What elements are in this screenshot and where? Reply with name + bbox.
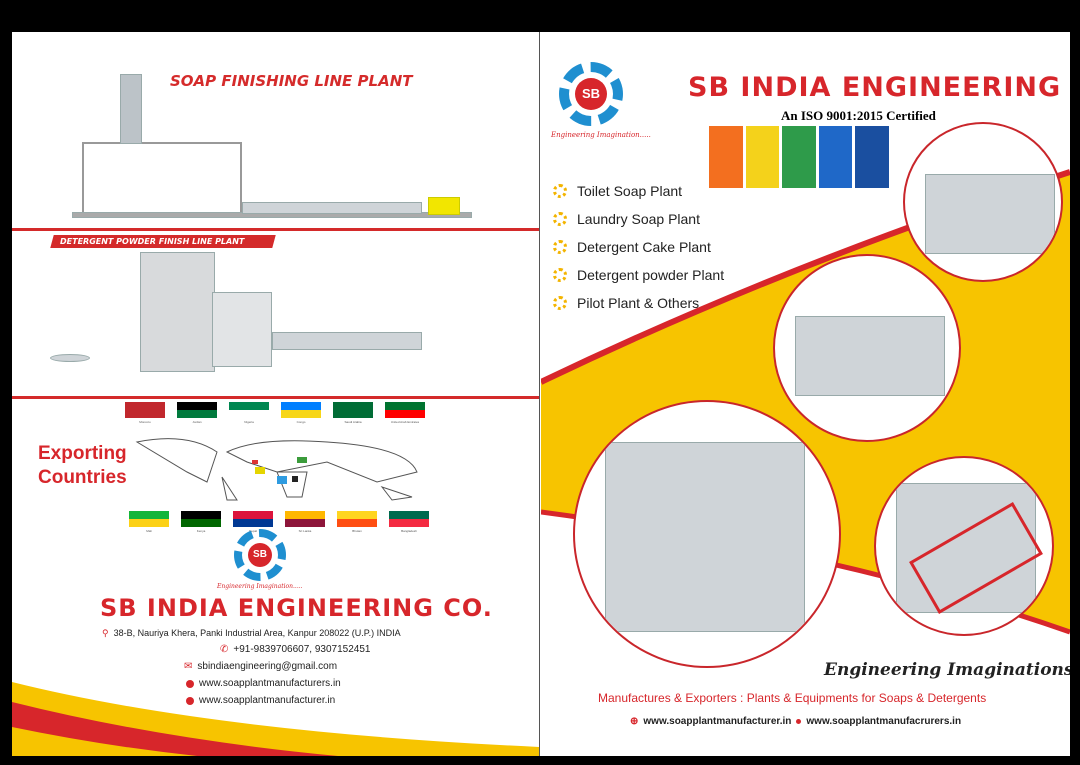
product-label: Detergent Cake Plant — [577, 239, 711, 255]
product-label: Pilot Plant & Others — [577, 295, 700, 311]
flag-jordan — [177, 402, 217, 418]
flag-kenya — [181, 511, 221, 527]
location-icon: ⚲ — [102, 628, 109, 638]
flag-label: Bangladesh — [401, 529, 417, 533]
flag-label: Jordan — [192, 420, 202, 424]
email-icon: ✉ — [184, 661, 193, 672]
flag-label: Sri Lanka — [298, 529, 312, 533]
machine-photo-3 — [573, 400, 841, 668]
product-label: Detergent powder Plant — [577, 267, 725, 283]
gear-bullet-icon — [553, 184, 567, 198]
gear-bullet-icon — [553, 268, 567, 282]
product-item: Detergent Cake Plant — [553, 238, 711, 256]
flag-label: Kenya — [196, 529, 206, 533]
logo-tagline: Engineering Imagination..... — [217, 583, 303, 590]
right-panel: SB Engineering Imagination..... SB INDIA… — [541, 32, 1070, 756]
flag-saudi-arabia — [333, 402, 373, 418]
logo-tagline: Engineering Imagination..... — [551, 131, 651, 139]
soap-finishing-title: SOAP FINISHING LINE PLANT — [170, 72, 413, 90]
machine-photo-1 — [903, 122, 1063, 282]
phone: +91-9839706607, 9307152451 — [233, 644, 371, 655]
separator-dot — [796, 719, 802, 724]
flag-sri-lanka — [285, 511, 325, 527]
flag-nepal — [233, 511, 273, 527]
flag-mali — [129, 511, 169, 527]
flag-label: Mali — [146, 529, 152, 533]
phone-icon: ✆ — [220, 644, 229, 655]
gear-bullet-icon — [553, 296, 567, 310]
machine-photo-4 — [874, 456, 1054, 636]
email[interactable]: sbindiaengineering@gmail.com — [197, 661, 338, 672]
flag-label: United Arab Emirates — [390, 420, 420, 424]
flag-united-arab-emirates — [385, 402, 425, 418]
flag-label: Saudi Arabia — [344, 420, 362, 424]
flag-morocco — [125, 402, 165, 418]
manufactures-tagline: Manufactures & Exporters : Plants & Equi… — [598, 691, 987, 705]
website-1[interactable]: www.soapplantmanufacturer.in — [643, 716, 792, 727]
web-icon — [186, 679, 194, 688]
product-item: Toilet Soap Plant — [553, 182, 682, 200]
product-item: Pilot Plant & Others — [553, 294, 699, 312]
company-name: SB INDIA ENGINEERING CO. — [688, 72, 1070, 103]
machine-photo-2 — [773, 254, 961, 442]
swoosh-decoration — [12, 682, 539, 756]
logo-gear-icon: SB — [234, 529, 286, 581]
flag-nigeria — [229, 402, 269, 418]
flag-bhutan — [337, 511, 377, 527]
flag-label: Bhutan — [352, 529, 362, 533]
slogan: Engineering Imaginations ... — [824, 660, 1070, 680]
product-item: Detergent powder Plant — [553, 266, 724, 284]
address: 38-B, Nauriya Khera, Panki Industrial Ar… — [113, 628, 401, 638]
brochure: SOAP FINISHING LINE PLANT DETERGENT POWD… — [12, 32, 1070, 756]
website-1[interactable]: www.soapplantmanufacturers.in — [199, 678, 341, 689]
iso-certified: An ISO 9001:2015 Certified — [781, 108, 936, 123]
website-2[interactable]: www.soapplantmanufacrurers.in — [806, 716, 962, 727]
globe-icon: ⊕ — [630, 716, 639, 727]
product-label: Laundry Soap Plant — [577, 211, 700, 227]
gear-bullet-icon — [553, 212, 567, 226]
exporting-countries-title: Exporting Countries — [38, 443, 127, 488]
gear-bullet-icon — [553, 240, 567, 254]
website-2[interactable]: www.soapplantmanufacturer.in — [199, 695, 336, 706]
flag-label: Congo — [296, 420, 306, 424]
flag-label: Nigeria — [244, 420, 254, 424]
company-name: SB INDIA ENGINEERING CO. — [100, 594, 493, 622]
flag-congo — [281, 402, 321, 418]
world-map — [135, 438, 418, 501]
product-packs-image — [709, 126, 889, 188]
left-panel: SOAP FINISHING LINE PLANT DETERGENT POWD… — [12, 32, 540, 756]
detergent-title: DETERGENT POWDER FINISH LINE PLANT — [60, 237, 245, 246]
logo-gear-icon: SB — [559, 62, 623, 126]
web-icon — [186, 696, 194, 705]
product-item: Laundry Soap Plant — [553, 210, 700, 228]
flag-bangladesh — [389, 511, 429, 527]
product-label: Toilet Soap Plant — [577, 183, 683, 199]
flag-label: Morocco — [139, 420, 151, 424]
